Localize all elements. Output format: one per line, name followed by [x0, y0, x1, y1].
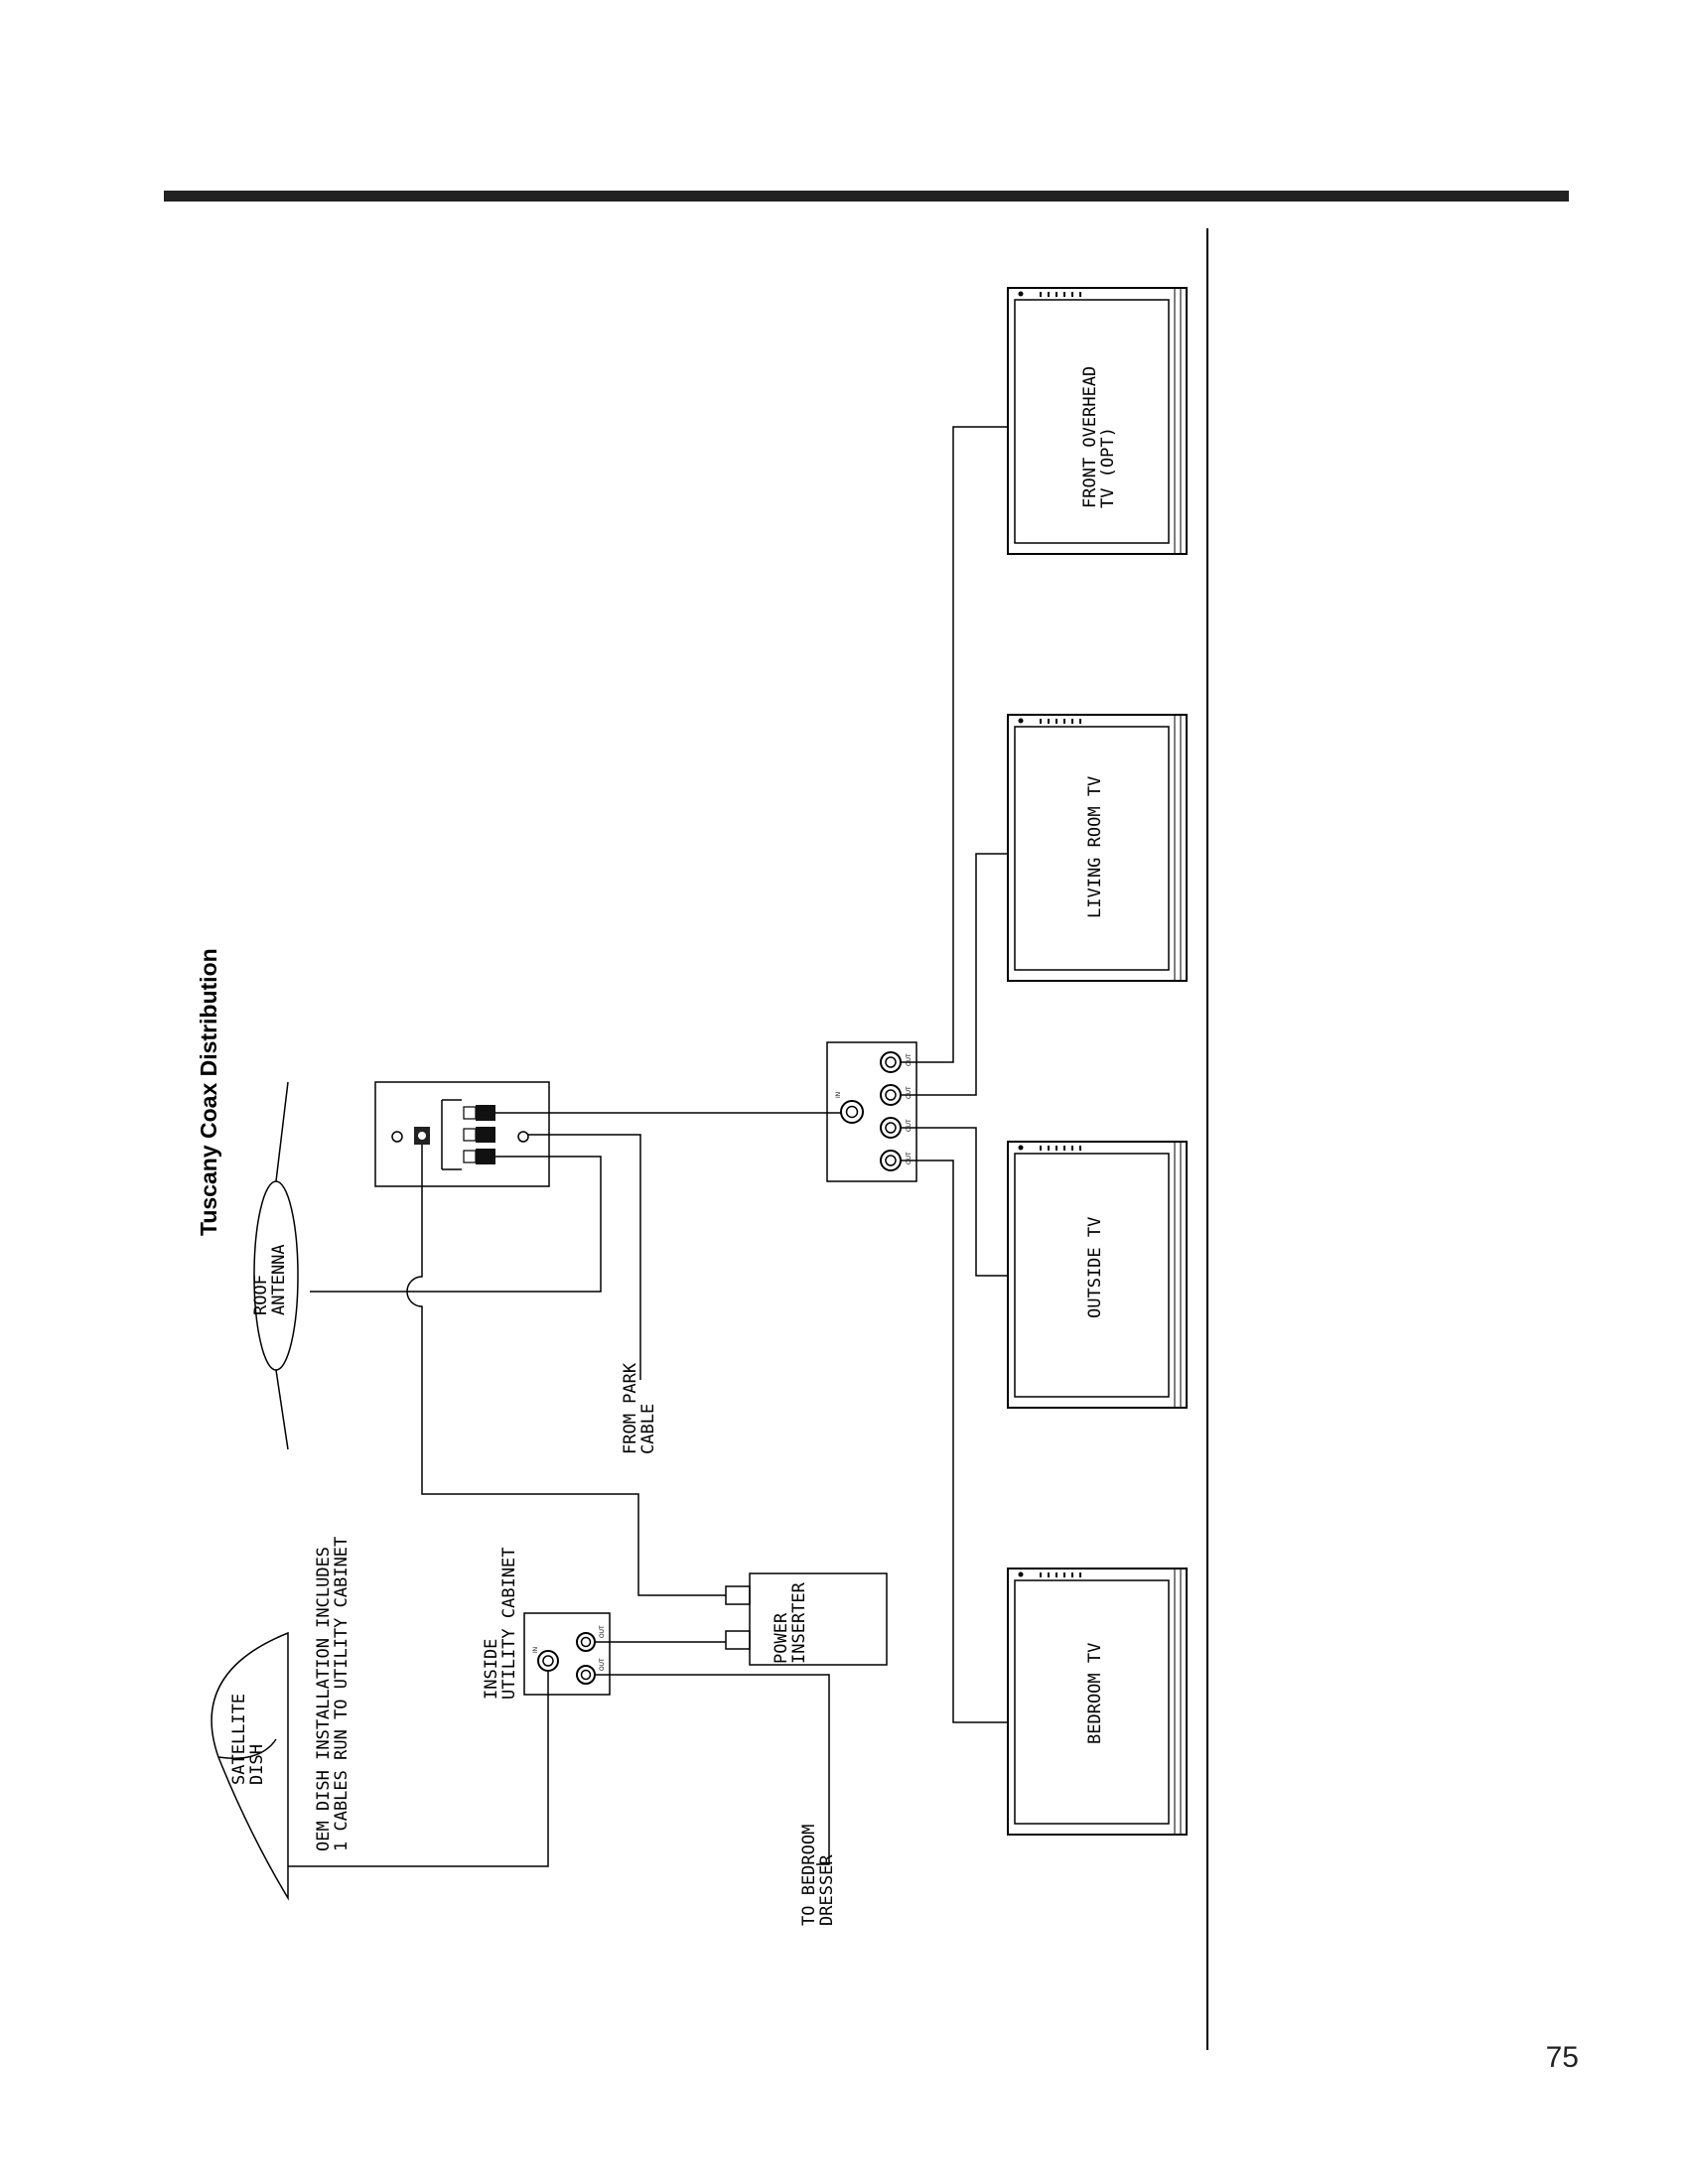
antenna-wall-plate [374, 1081, 550, 1187]
tv-outside-label: OUTSIDE TV [1085, 1217, 1105, 1318]
utility-cabinet-label-1: INSIDE [482, 1639, 501, 1700]
tv-front-overhead-label-1: FRONT OVERHEAD [1080, 366, 1100, 508]
to-bedroom-label-2: DRESSER [817, 1854, 837, 1926]
satellite-dish-icon [211, 1631, 289, 1901]
splitter-out-label-3: OUT [907, 1119, 913, 1132]
cabinet-in-label: IN [533, 1647, 539, 1653]
cabinet-out-label-1: OUT [600, 1625, 606, 1638]
to-bedroom-label-1: TO BEDROOM [799, 1825, 819, 1926]
roof-antenna-label-2: ANTENNA [269, 1244, 289, 1315]
oem-note-line-2: 1 CABLES RUN TO UTILITY CABINET [332, 1537, 352, 1851]
tv-living-room-label: LIVING ROOM TV [1085, 776, 1105, 918]
diagram-title: Tuscany Coax Distribution [196, 948, 221, 1236]
oem-note-line-1: OEM DISH INSTALLATION INCLUDES [314, 1547, 334, 1851]
cabinet-out-label-2: OUT [600, 1658, 606, 1671]
splitter-out-label-4: OUT [907, 1152, 913, 1164]
roof-antenna-icon [253, 1081, 299, 1450]
page-number: 75 [1545, 2041, 1579, 2074]
from-park-label-2: CABLE [638, 1404, 658, 1454]
splitter-out-label-2: OUT [907, 1086, 913, 1099]
splitter-out-label-1: OUT [907, 1053, 913, 1066]
utility-cabinet-label-2: UTILITY CABINET [499, 1547, 519, 1700]
tv-front-overhead [1007, 287, 1188, 555]
tv-bedroom [1007, 1568, 1188, 1836]
power-inserter-label-2: INSERTER [789, 1581, 809, 1664]
power-inserter-label-1: POWER [772, 1612, 791, 1664]
splitter-in-label: IN [836, 1092, 842, 1098]
coax-cables [288, 426, 1009, 1867]
tv-outside [1007, 1141, 1188, 1409]
roof-antenna-label-1: ROOF [251, 1275, 271, 1315]
utility-cabinet-plate [523, 1612, 611, 1696]
satellite-dish-label-2: DISH [247, 1744, 267, 1785]
from-park-label-1: FROM PARK [621, 1362, 640, 1454]
tv-bedroom-label: BEDROOM TV [1085, 1643, 1105, 1744]
satellite-dish-label-1: SATELLITE [229, 1694, 249, 1785]
header-rule [164, 191, 1569, 202]
tv-living-room [1007, 714, 1188, 982]
tv-front-overhead-label-2: TV (OPT) [1098, 427, 1118, 508]
